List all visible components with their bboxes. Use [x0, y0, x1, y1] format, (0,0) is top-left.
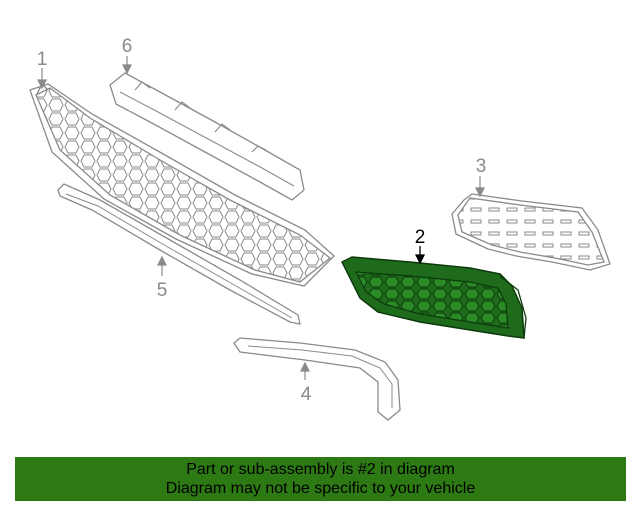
callout-5: 5	[157, 280, 168, 301]
leader-line-part-2	[414, 246, 426, 265]
info-banner-line-1: Part or sub-assembly is #2 in diagram	[186, 461, 455, 478]
callout-2: 2	[415, 227, 426, 248]
callout-1: 1	[37, 49, 48, 70]
part-1-lower-grille	[29, 82, 335, 287]
parts-diagram: 1 6 3 2 5 4	[29, 36, 611, 421]
part-6-upper-bracket	[109, 72, 305, 201]
info-banner-line-2: Diagram may not be specific to your vehi…	[165, 480, 476, 497]
part-2-highlighted-grille	[340, 256, 527, 339]
callout-3: 3	[476, 156, 487, 177]
callout-6: 6	[122, 36, 133, 57]
callout-4: 4	[301, 384, 312, 405]
part-3-side-insert	[451, 193, 611, 271]
part-4-lower-trim	[233, 337, 401, 421]
part-5-trim-strip	[57, 183, 301, 325]
leader-lines	[37, 56, 485, 380]
info-banner: Part or sub-assembly is #2 in diagram Di…	[15, 457, 626, 501]
